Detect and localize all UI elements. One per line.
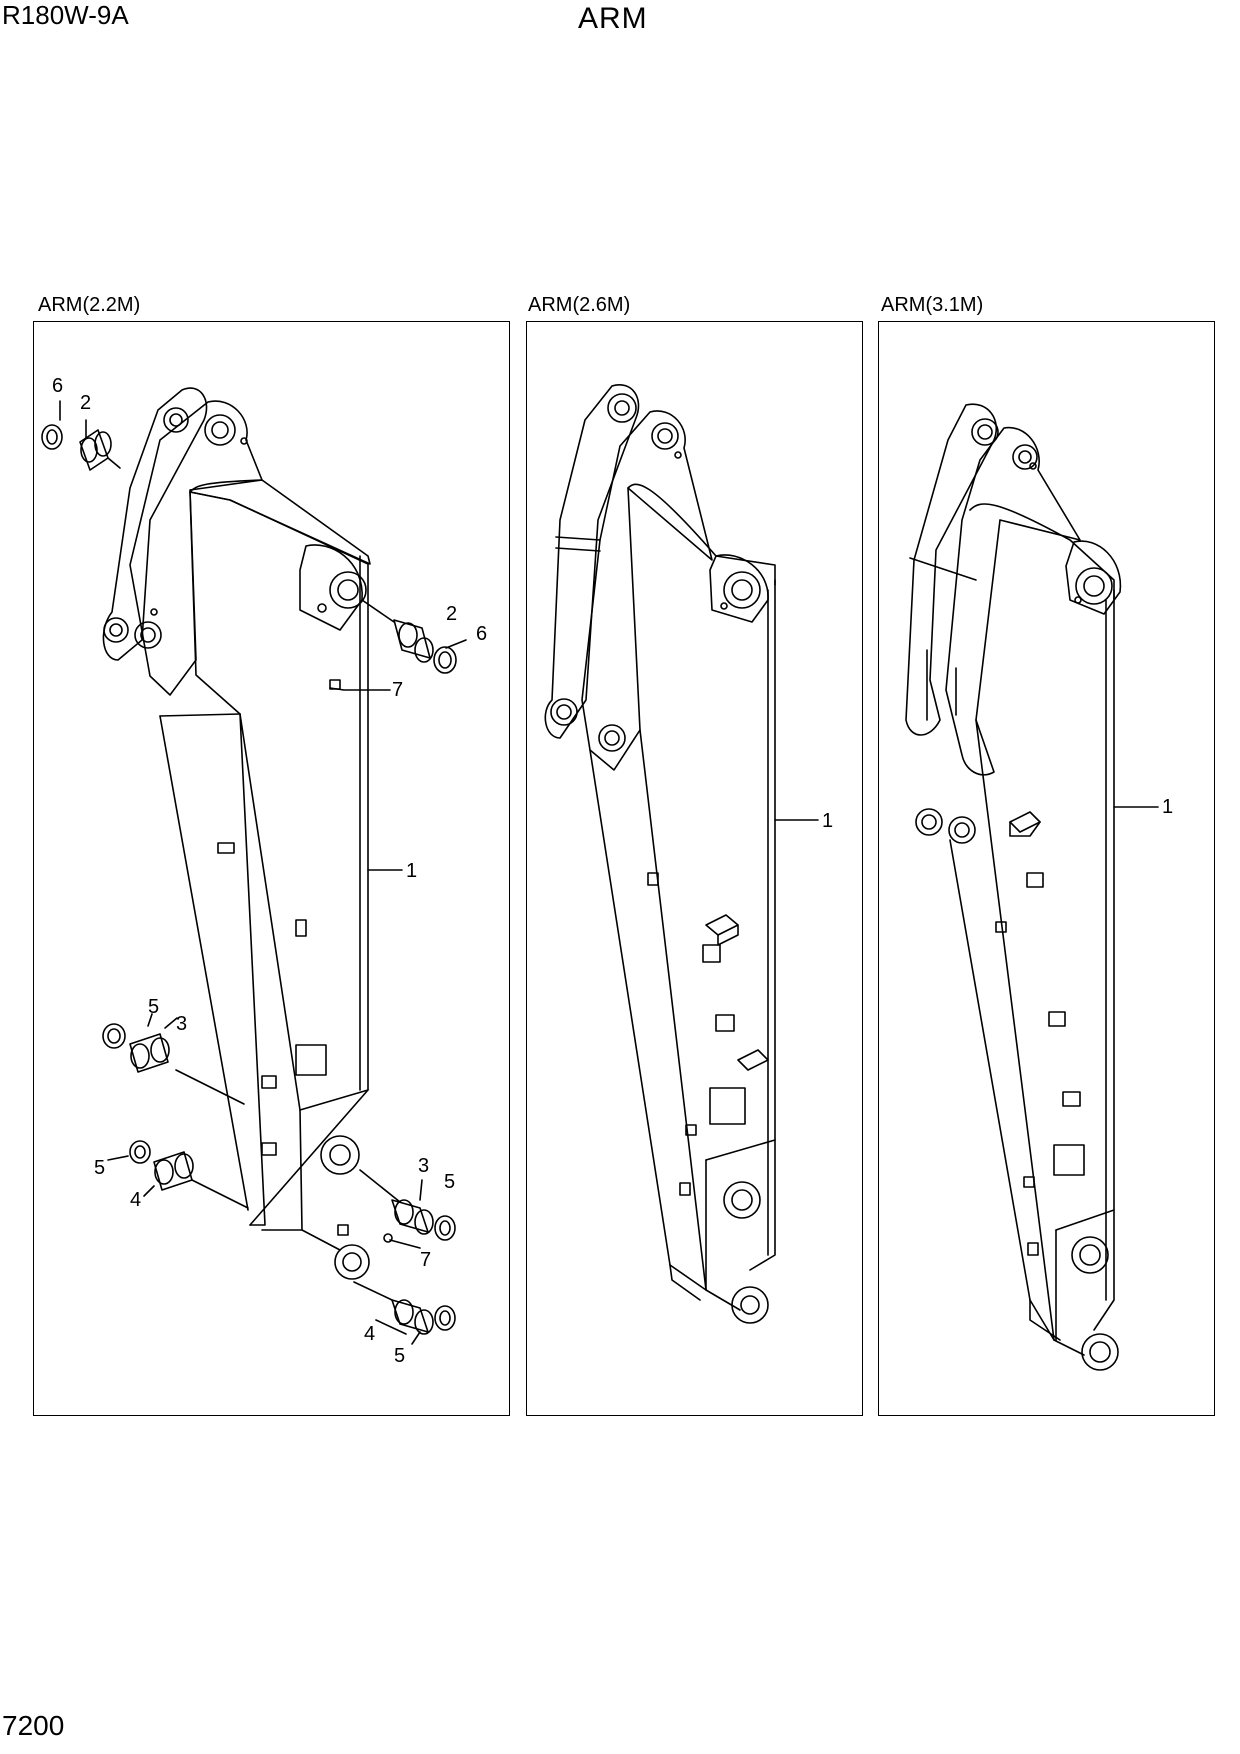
panel-arm-3-1m [878, 321, 1215, 1416]
callout-2: 2 [80, 392, 91, 414]
page-title: ARM [578, 2, 648, 35]
panel-label-arm-3-1m: ARM(3.1M) [881, 294, 984, 316]
callout-6: 6 [52, 375, 63, 397]
page-number: 7200 [2, 1710, 65, 1741]
panel-arm-2-6m [526, 321, 863, 1416]
panel-arm-2-2m [33, 321, 510, 1416]
panel-label-arm-2-2m: ARM(2.2M) [38, 294, 141, 316]
arm-3-1m-drawing [905, 403, 1159, 1371]
callout-7: 7 [392, 679, 403, 701]
callout-1: 1 [822, 810, 833, 832]
callout-1: 1 [406, 860, 417, 882]
panel-label-arm-2-6m: ARM(2.6M) [528, 294, 631, 316]
callout-5: 5 [394, 1345, 405, 1367]
callout-2: 2 [446, 603, 457, 625]
callout-5: 5 [148, 996, 159, 1018]
callout-3: 3 [176, 1013, 187, 1035]
arm-2-2m-drawing [41, 387, 467, 1345]
callout-5: 5 [94, 1157, 105, 1179]
callout-6: 6 [476, 623, 487, 645]
callout-7: 7 [420, 1249, 431, 1271]
callout-3: 3 [418, 1155, 429, 1177]
model-code: R180W-9A [2, 0, 129, 30]
arm-2-6m-drawing [544, 384, 819, 1324]
callout-5: 5 [444, 1171, 455, 1193]
callout-1: 1 [1162, 796, 1173, 818]
callout-4: 4 [364, 1323, 375, 1345]
callout-4: 4 [130, 1189, 141, 1211]
